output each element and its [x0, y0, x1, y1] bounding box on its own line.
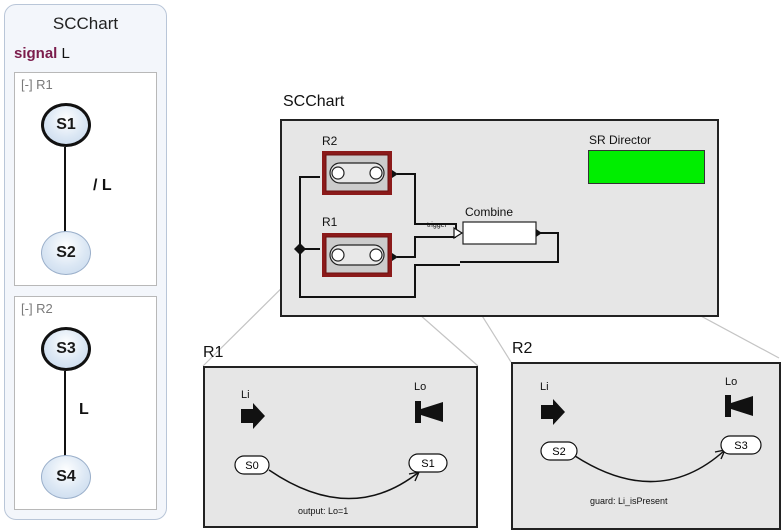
r1-detail-graph: S0 S1 [234, 401, 448, 500]
r1-state-s0-label: S0 [245, 460, 258, 472]
wire-combine-out [460, 232, 559, 263]
transition-label-s1-s2: / L [93, 177, 112, 194]
signal-keyword: signal [14, 45, 58, 62]
r2-transition-arc [574, 449, 726, 483]
r2-detail-title: R2 [512, 340, 533, 357]
model-title: SCChart [283, 93, 345, 110]
sr-director[interactable] [588, 150, 705, 184]
actor-r1-label: R1 [322, 215, 338, 229]
model-graph [294, 151, 559, 298]
wire-r2-combine [397, 173, 457, 231]
actor-r1[interactable] [322, 233, 398, 277]
r1-output-port-icon [415, 401, 443, 423]
signal-name: L [61, 45, 70, 62]
director-label: SR Director [589, 133, 652, 147]
region-r1-label[interactable]: [-] R1 [21, 77, 53, 92]
r1-detail-title: R1 [203, 344, 224, 361]
state-s1[interactable]: S1 [41, 103, 91, 147]
region-r1[interactable]: [-] R1 S1 / L S2 [14, 72, 157, 286]
transition-label-s3-s4: L [79, 401, 89, 418]
r2-state-s2[interactable] [540, 441, 578, 461]
scchart-title: SCChart [52, 14, 119, 33]
r1-state-s1-label: S1 [421, 458, 434, 470]
r2-input-port-label: Li [540, 381, 549, 393]
r1-output-port-label: Lo [414, 381, 427, 393]
wire-r1-combine [397, 236, 456, 258]
r1-input-port-icon [241, 403, 265, 429]
state-s2[interactable]: S2 [41, 231, 91, 275]
r2-state-s2-label: S2 [552, 446, 565, 458]
wire-fork-r2 [299, 176, 320, 249]
r2-output-port-label: Lo [725, 376, 738, 388]
r2-input-port-icon [541, 399, 565, 425]
state-s4[interactable]: S4 [41, 455, 91, 499]
r1-state-s0[interactable] [234, 455, 270, 475]
r1-transition-label: output: Lo=1 [298, 506, 349, 516]
trigger-port-label: trigger [427, 222, 447, 229]
region-r2-label[interactable]: [-] R2 [21, 301, 53, 316]
r1-state-s1[interactable] [408, 453, 448, 473]
actor-r2[interactable] [322, 151, 398, 195]
r2-state-s3-label: S3 [734, 440, 747, 452]
state-s3[interactable]: S3 [41, 327, 91, 371]
r1-detail-canvas[interactable] [203, 366, 478, 528]
combine-label: Combine [465, 205, 514, 219]
r2-transition-label: guard: Li_isPresent [590, 496, 668, 506]
r2-state-s3[interactable] [720, 435, 762, 455]
relation-diamond [294, 243, 306, 255]
region-r2[interactable]: [-] R2 S3 L S4 [14, 296, 157, 510]
r2-output-port-icon [725, 395, 753, 417]
wire-r1-loop [299, 249, 460, 298]
signal-declaration: signal L [14, 45, 70, 62]
actor-r2-label: R2 [322, 134, 338, 148]
actor-combine[interactable] [453, 221, 542, 245]
r1-input-port-label: Li [241, 389, 250, 401]
r2-detail-graph: S2 S3 [540, 395, 762, 483]
r1-transition-arc [268, 469, 420, 500]
